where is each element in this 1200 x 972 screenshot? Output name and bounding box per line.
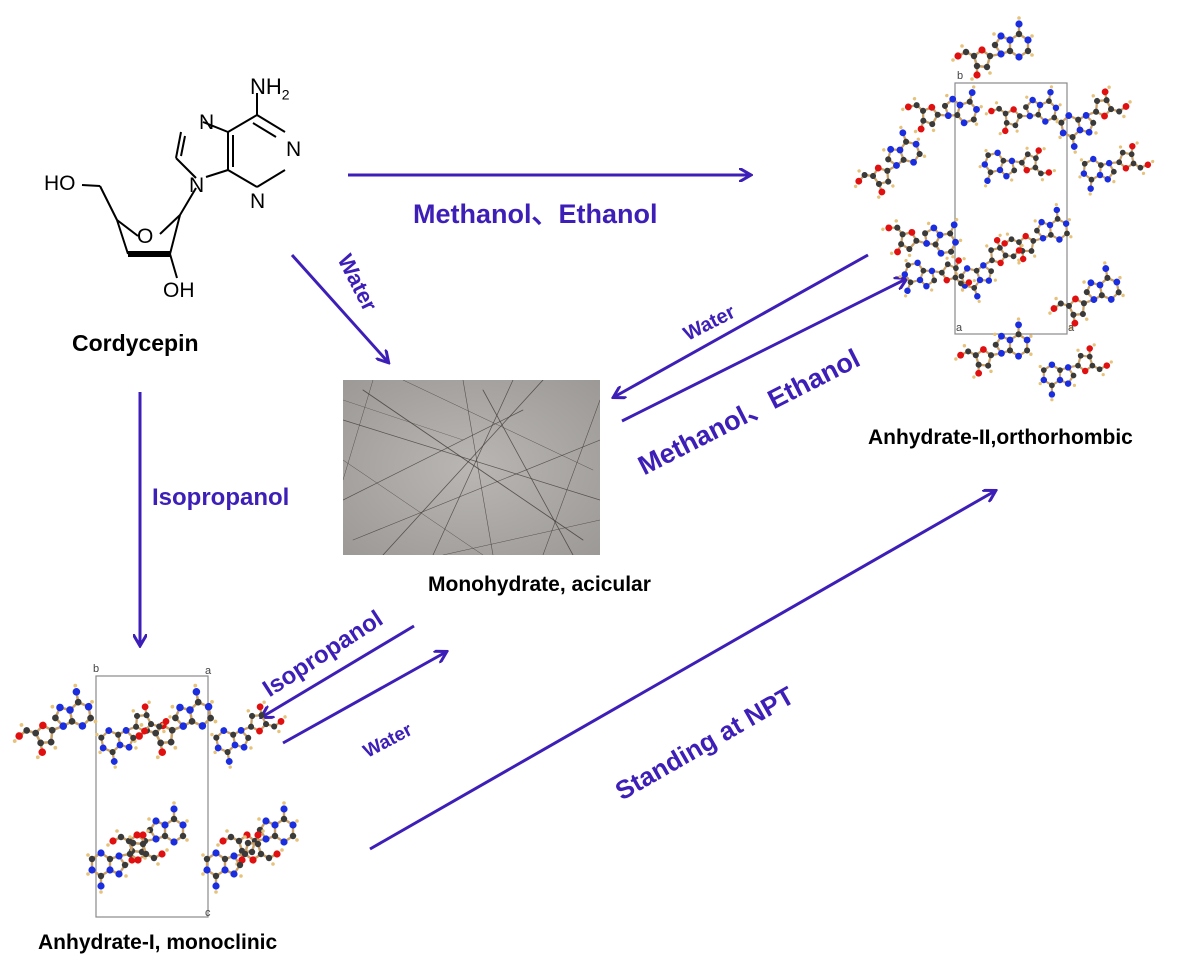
anhydrate1-axis-c: c [205, 907, 211, 919]
hydroxyl-label-2prime: OH [163, 279, 195, 302]
crystal-needle [343, 380, 374, 481]
crystal-needle [542, 399, 600, 555]
crystal-needle [442, 519, 600, 555]
anhydrate2-molecule-7 [1078, 141, 1155, 196]
anhydrate2-molecule-10 [955, 233, 1024, 303]
anhydrate1-molecule-1 [12, 683, 98, 760]
hydroxyl-label-5prime: HO [44, 172, 76, 195]
monohydrate-label: Monohydrate, acicular [428, 573, 651, 596]
crystal-needle [343, 399, 464, 441]
crystal-needle [362, 389, 584, 541]
crystal-needle [343, 459, 484, 555]
arrow-anhydrate1-to-monohydrate [282, 652, 446, 745]
anhydrate2-molecule-14 [898, 256, 976, 298]
anhydrate2-molecule-11 [1048, 261, 1125, 330]
atom-label-n7: N [199, 111, 215, 134]
crystal-needle [462, 380, 494, 555]
anhydrate1-crystal-packing [12, 683, 299, 894]
anhydrate1-molecule-7 [86, 829, 169, 894]
arrow-cordycepin-to-monohydrate [290, 253, 388, 362]
crystal-needle [343, 419, 600, 501]
cordycepin-label: Cordycepin [72, 330, 199, 356]
crystal-needle [432, 380, 514, 555]
amino-group-label: NH2 [250, 74, 290, 103]
cordycepin-structure [81, 93, 286, 279]
arrow-anhydrate1-to-anhydrate2 [369, 491, 995, 851]
anhydrate2-molecule-13 [1038, 343, 1113, 402]
anhydrate2-axis-a-right: a [1068, 322, 1075, 334]
anhydrate2-molecule-12 [954, 317, 1033, 379]
crystal-needle [402, 380, 594, 471]
anhydrate2-molecule-1 [951, 16, 1034, 81]
anhydrate2-molecule-5 [984, 85, 1062, 136]
anhydrate1-label: Anhydrate-I, monoclinic [38, 931, 278, 954]
atom-label-ring-oxygen: O [137, 225, 154, 248]
anhydrate2-label: Anhydrate-II,orthorhombic [868, 426, 1133, 449]
arrow-monohydrate-to-anhydrate2 [621, 279, 906, 423]
arrow-monohydrate-to-anhydrate1 [262, 624, 415, 717]
crystal-needle [482, 389, 574, 555]
anhydrate2-unit-cell [954, 82, 1068, 335]
anhydrate2-crystal-packing [853, 16, 1155, 402]
anhydrate2-axis-b: b [957, 70, 964, 82]
anhydrate1-molecule-3 [95, 700, 172, 769]
arrow-anhydrate2-to-monohydrate [614, 253, 869, 397]
crystal-needle [343, 409, 524, 501]
anhydrate1-molecule-6 [216, 801, 299, 866]
anhydrate2-molecule-9 [998, 202, 1073, 265]
anhydrate2-molecule-4 [1055, 85, 1132, 154]
anhydrate2-molecule-8 [881, 217, 963, 259]
monohydrate-micrograph [343, 380, 600, 555]
condition-isopropanol-left: Isopropanol [152, 484, 290, 511]
atom-label-n1: N [286, 138, 302, 161]
anhydrate2-molecule-2 [901, 85, 983, 134]
transformation-arrows [140, 175, 995, 851]
condition-methanol-ethanol-top: Methanol、Ethanol [413, 199, 658, 229]
anhydrate1-axis-a: a [205, 665, 212, 677]
anhydrate1-unit-cell [95, 675, 209, 918]
anhydrate2-molecule-6 [978, 146, 1056, 188]
acicular-crystals-image [343, 380, 600, 555]
anhydrate1-axis-b: b [93, 663, 100, 675]
anhydrate1-molecule-4 [210, 700, 287, 769]
anhydrate1-molecule-5 [106, 801, 189, 866]
atom-label-n3: N [250, 190, 266, 213]
atom-label-n9: N [189, 174, 205, 197]
anhydrate2-molecule-3 [853, 125, 927, 199]
crystal-needle [382, 380, 544, 555]
anhydrate1-molecule-8 [201, 829, 284, 894]
crystal-needle [352, 439, 600, 541]
anhydrate2-axis-a-left: a [956, 322, 963, 334]
